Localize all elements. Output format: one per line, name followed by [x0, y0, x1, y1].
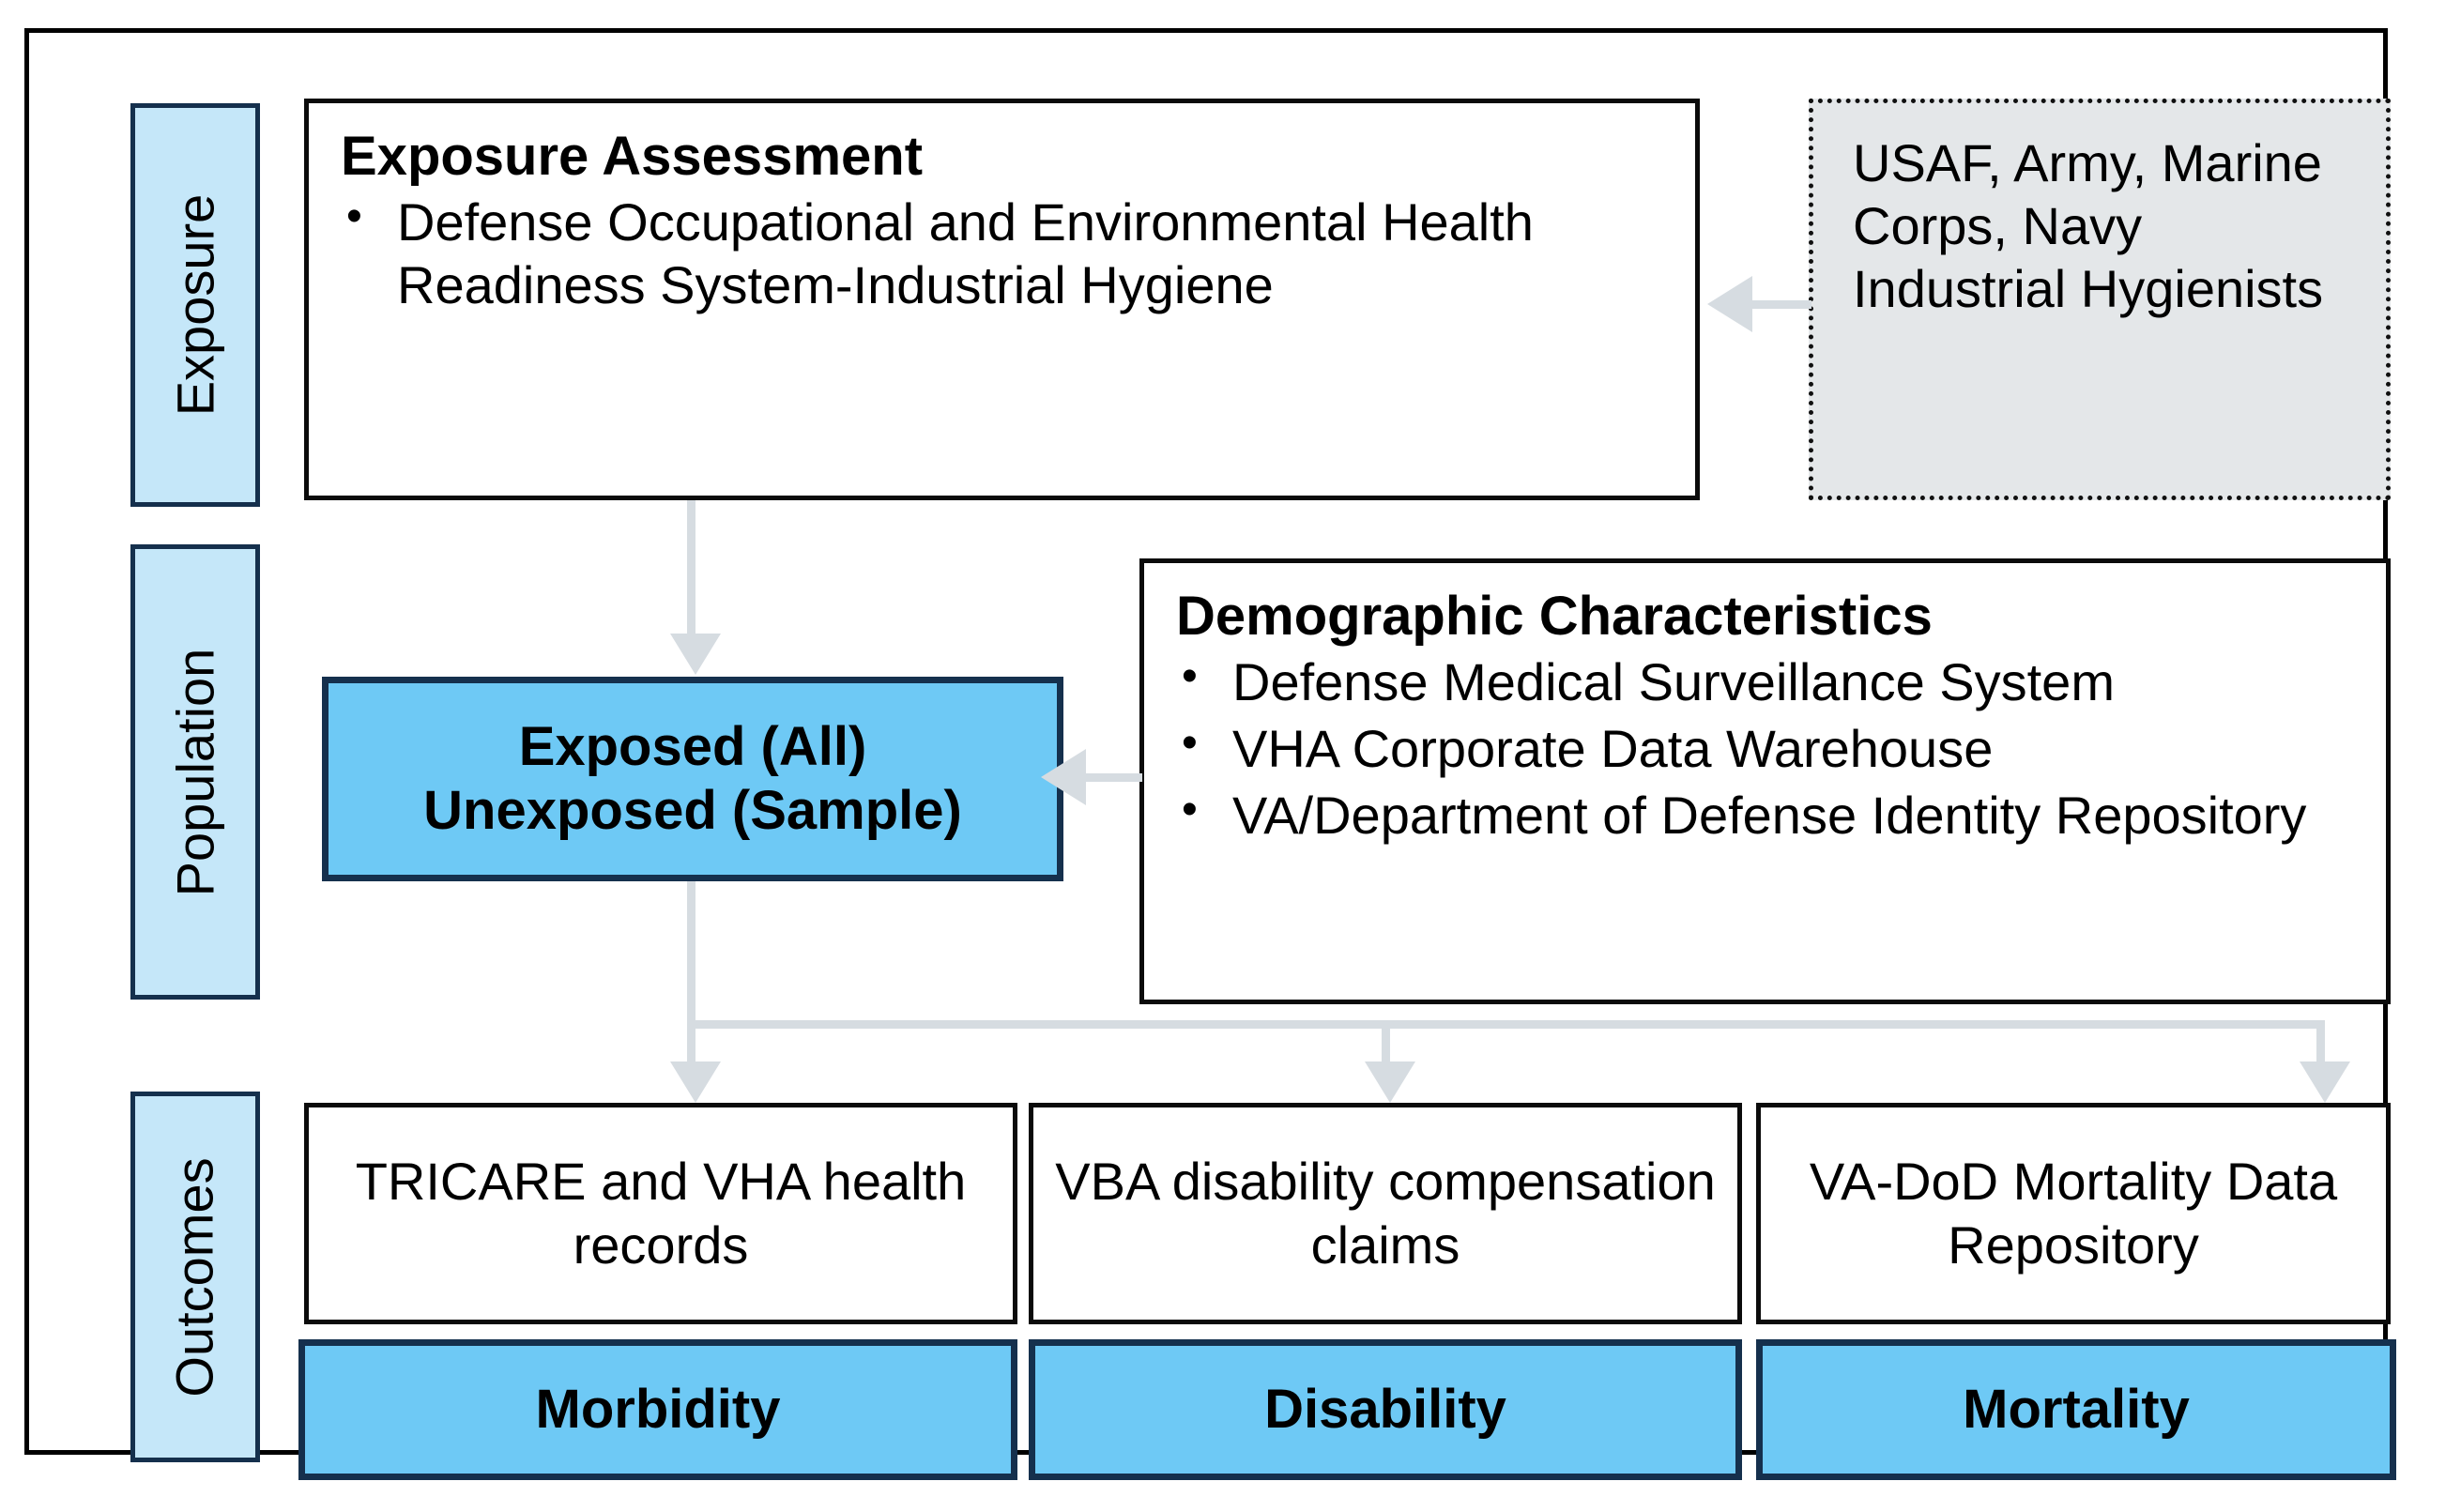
- outcome-label-mortality: Mortality: [1963, 1378, 2190, 1440]
- diagram-frame: Exposure Population Outcomes Exposure As…: [24, 28, 2396, 1480]
- connector-demographics-to-population: [1086, 773, 1142, 782]
- arrowhead-down-icon: [1365, 1061, 1415, 1103]
- rail-label-outcomes: Outcomes: [130, 1092, 260, 1462]
- arrowhead-left-icon: [1041, 749, 1086, 805]
- population-box-text: Exposed (All) Unexposed (Sample): [423, 715, 962, 844]
- industrial-hygienists-source-text: USAF, Army, Marine Corps, Navy Industria…: [1853, 133, 2324, 319]
- outcome-box-disability: Disability: [1029, 1339, 1742, 1480]
- rail-label-exposure: Exposure: [130, 103, 260, 507]
- outcome-box-mortality: Mortality: [1756, 1339, 2396, 1480]
- outcome-box-morbidity: Morbidity: [298, 1339, 1017, 1480]
- arrowhead-left-icon: [1707, 276, 1752, 332]
- connector-outcomes-crossbar: [687, 1020, 2325, 1029]
- arrowhead-down-icon: [670, 1061, 721, 1103]
- list-item: VHA Corporate Data Warehouse: [1176, 715, 2354, 780]
- population-exposed-line: Exposed (All): [518, 715, 867, 777]
- outcome-source-text-disability: VBA disability compensation claims: [1055, 1151, 1716, 1275]
- connector-population-to-outcomes-stem: [687, 881, 696, 1028]
- exposure-assessment-box: Exposure Assessment Defense Occupational…: [304, 99, 1700, 500]
- outcome-source-box-disability: VBA disability compensation claims: [1029, 1103, 1742, 1324]
- exposure-assessment-title: Exposure Assessment: [341, 126, 924, 187]
- connector-branch-mortality: [2316, 1020, 2325, 1069]
- industrial-hygienists-source-box: USAF, Army, Marine Corps, Navy Industria…: [1809, 99, 2391, 500]
- outcome-source-box-mortality: VA-DoD Mortality Data Repository: [1756, 1103, 2391, 1324]
- outcome-source-text-morbidity: TRICARE and VHA health records: [355, 1151, 967, 1275]
- connector-branch-morbidity: [687, 1020, 696, 1069]
- arrowhead-down-icon: [2300, 1061, 2350, 1103]
- connector-branch-disability: [1382, 1020, 1390, 1069]
- rail-label-outcomes-text: Outcomes: [165, 1156, 225, 1397]
- rail-label-exposure-text: Exposure: [165, 193, 225, 417]
- outcome-source-text-mortality: VA-DoD Mortality Data Repository: [1809, 1151, 2338, 1275]
- population-unexposed-line: Unexposed (Sample): [423, 780, 962, 841]
- connector-exposure-to-population: [687, 500, 696, 641]
- exposure-assessment-bullet-list: Defense Occupational and Environmental H…: [341, 189, 1663, 316]
- rail-label-population-text: Population: [165, 648, 225, 896]
- list-item: VA/Department of Defense Identity Reposi…: [1176, 782, 2354, 847]
- list-item: Defense Occupational and Environmental H…: [341, 189, 1663, 316]
- rail-label-population: Population: [130, 544, 260, 1000]
- outcome-label-morbidity: Morbidity: [535, 1378, 781, 1440]
- population-box: Exposed (All) Unexposed (Sample): [322, 677, 1063, 881]
- demographic-bullet-list: Defense Medical Surveillance System VHA …: [1176, 649, 2354, 848]
- outcome-source-box-morbidity: TRICARE and VHA health records: [304, 1103, 1017, 1324]
- list-item: Defense Medical Surveillance System: [1176, 649, 2354, 713]
- demographic-characteristics-title: Demographic Characteristics: [1176, 586, 1933, 647]
- outcome-label-disability: Disability: [1264, 1378, 1506, 1440]
- arrowhead-down-icon: [670, 634, 721, 675]
- demographic-characteristics-box: Demographic Characteristics Defense Medi…: [1139, 558, 2391, 1004]
- connector-sources-to-exposure: [1751, 300, 1811, 309]
